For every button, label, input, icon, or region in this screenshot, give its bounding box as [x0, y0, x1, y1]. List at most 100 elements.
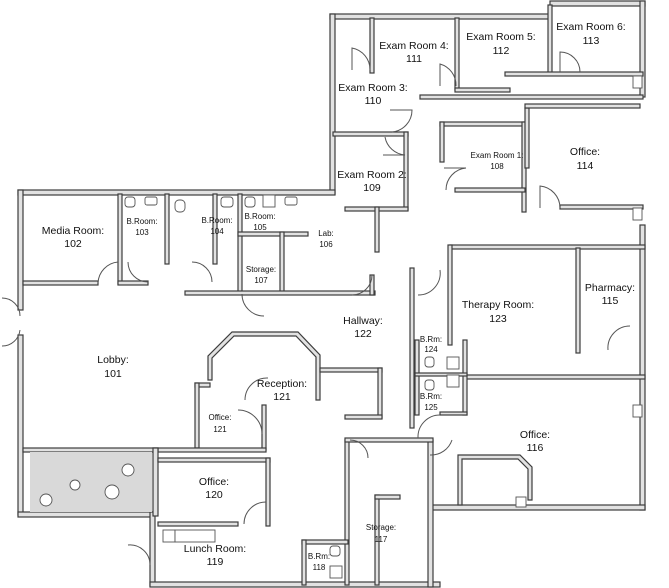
wall-office120-bottom [157, 521, 239, 527]
room-number-broom105: 105 [253, 223, 267, 232]
column-icon [632, 75, 643, 89]
room-name-reception: Reception: [257, 378, 307, 390]
door-office114[interactable] [539, 185, 561, 209]
door-exam6[interactable] [559, 51, 581, 73]
wall-exam4-left [369, 17, 375, 74]
room-number-exam6: 113 [583, 35, 600, 47]
wall-media-bottom [22, 280, 99, 286]
wall-office120-right [265, 457, 271, 527]
room-number-lobby: 101 [104, 368, 122, 380]
room-name-exam6: Exam Room 6: [556, 21, 625, 33]
room-name-broom105: B.Room: [244, 212, 275, 221]
interior-walls [22, 4, 646, 586]
door-pharmacy[interactable] [607, 325, 631, 351]
door-office116[interactable] [429, 439, 453, 456]
room-name-office116: Office: [520, 429, 550, 441]
room-name-pharmacy: Pharmacy: [585, 282, 635, 294]
wall-broom105-bottom [237, 231, 309, 237]
door-broom103[interactable] [127, 261, 149, 283]
door-lab[interactable] [351, 274, 373, 296]
sink-icon [220, 196, 234, 208]
door-exam5[interactable] [439, 63, 457, 87]
wall-garden-right [152, 447, 159, 517]
door-broom104[interactable] [191, 261, 213, 283]
wall-top-main [329, 13, 551, 20]
wall-hall-north [184, 290, 376, 296]
room-number-media: 102 [64, 238, 82, 250]
door-lobby-left[interactable] [1, 297, 21, 317]
room-number-lunch: 119 [207, 556, 224, 568]
wall-top-right [549, 0, 646, 7]
door-exam1[interactable] [444, 167, 467, 191]
wall-pharmacy-left [575, 247, 581, 354]
room-number-exam5: 112 [493, 45, 510, 57]
wall-exam1-top [439, 121, 526, 127]
toilet-icon [244, 196, 256, 208]
toilet-icon [329, 545, 341, 557]
wall-reception-side [319, 367, 383, 373]
wall-exam3-bottom [332, 131, 409, 137]
doors [1, 47, 631, 566]
door-therapy[interactable] [417, 269, 441, 296]
wall-exam6-left [547, 4, 553, 76]
wall-top-left-step [329, 13, 336, 195]
wall-bottom-step [149, 511, 156, 587]
wall-office121-left [194, 382, 200, 449]
wall-lab-right [374, 206, 380, 253]
door-exam4[interactable] [351, 47, 371, 71]
wall-media-bottom2 [117, 280, 149, 286]
wall-office120-top [157, 457, 271, 463]
wall-brm118-left [301, 539, 307, 586]
room-name-hallway: Hallway: [343, 315, 383, 327]
room-number-brm118: 118 [313, 563, 326, 572]
door-storage117[interactable] [349, 439, 369, 459]
door-storage107[interactable] [241, 293, 265, 317]
room-name-broom103: B.Room: [126, 217, 157, 226]
counter-icon [174, 529, 216, 543]
wall-office116-inner [457, 454, 533, 506]
door-lobby-left2[interactable] [1, 329, 21, 347]
door-media[interactable] [97, 261, 119, 284]
wall-brm-bottom [439, 411, 468, 416]
room-number-exam4: 111 [406, 53, 422, 65]
wall-office114-top [524, 103, 641, 109]
room-number-lab: 106 [319, 240, 333, 249]
door-lunch[interactable] [127, 544, 151, 566]
room-name-exam1: Exam Room 1: [471, 151, 524, 160]
room-name-brm124: B.Rm: [420, 335, 442, 344]
room-number-pharmacy: 115 [602, 295, 619, 307]
room-name-office114: Office: [570, 146, 600, 158]
door-exam2[interactable] [383, 136, 406, 156]
wall-office114-bottom [559, 204, 644, 210]
room-number-office121: 121 [213, 425, 227, 434]
door-office120[interactable] [243, 501, 267, 525]
room-number-therapy: 123 [489, 313, 507, 325]
wall-storage-left [344, 439, 350, 586]
wall-bottom [149, 581, 441, 588]
room-number-office114: 114 [577, 160, 594, 172]
door-brm125[interactable] [417, 414, 441, 439]
wall-broom-left [117, 193, 123, 285]
room-name-office121: Office: [209, 413, 232, 422]
sink-icon [162, 529, 176, 543]
room-number-exam1: 108 [490, 162, 504, 171]
wall-office121-bottom [152, 447, 267, 453]
room-number-broom104: 104 [210, 227, 224, 236]
door-reception[interactable] [244, 377, 269, 401]
wall-top-left [17, 189, 336, 196]
door-exam3[interactable] [390, 109, 413, 133]
sink-icon [284, 196, 298, 206]
door-office121[interactable] [237, 409, 263, 435]
wall-reception-octagon [207, 331, 321, 401]
column-icon [632, 404, 643, 418]
wall-storage-top [344, 437, 434, 443]
sink-icon [446, 374, 460, 388]
plant-icon [39, 493, 53, 507]
room-name-exam5: Exam Room 5: [466, 31, 535, 43]
wall-exam5-bottom [454, 87, 511, 93]
sink-icon [446, 356, 460, 370]
wall-bottom-left [17, 511, 154, 518]
wall-exam-row-bottom [504, 71, 644, 77]
room-number-exam2: 109 [363, 182, 381, 194]
